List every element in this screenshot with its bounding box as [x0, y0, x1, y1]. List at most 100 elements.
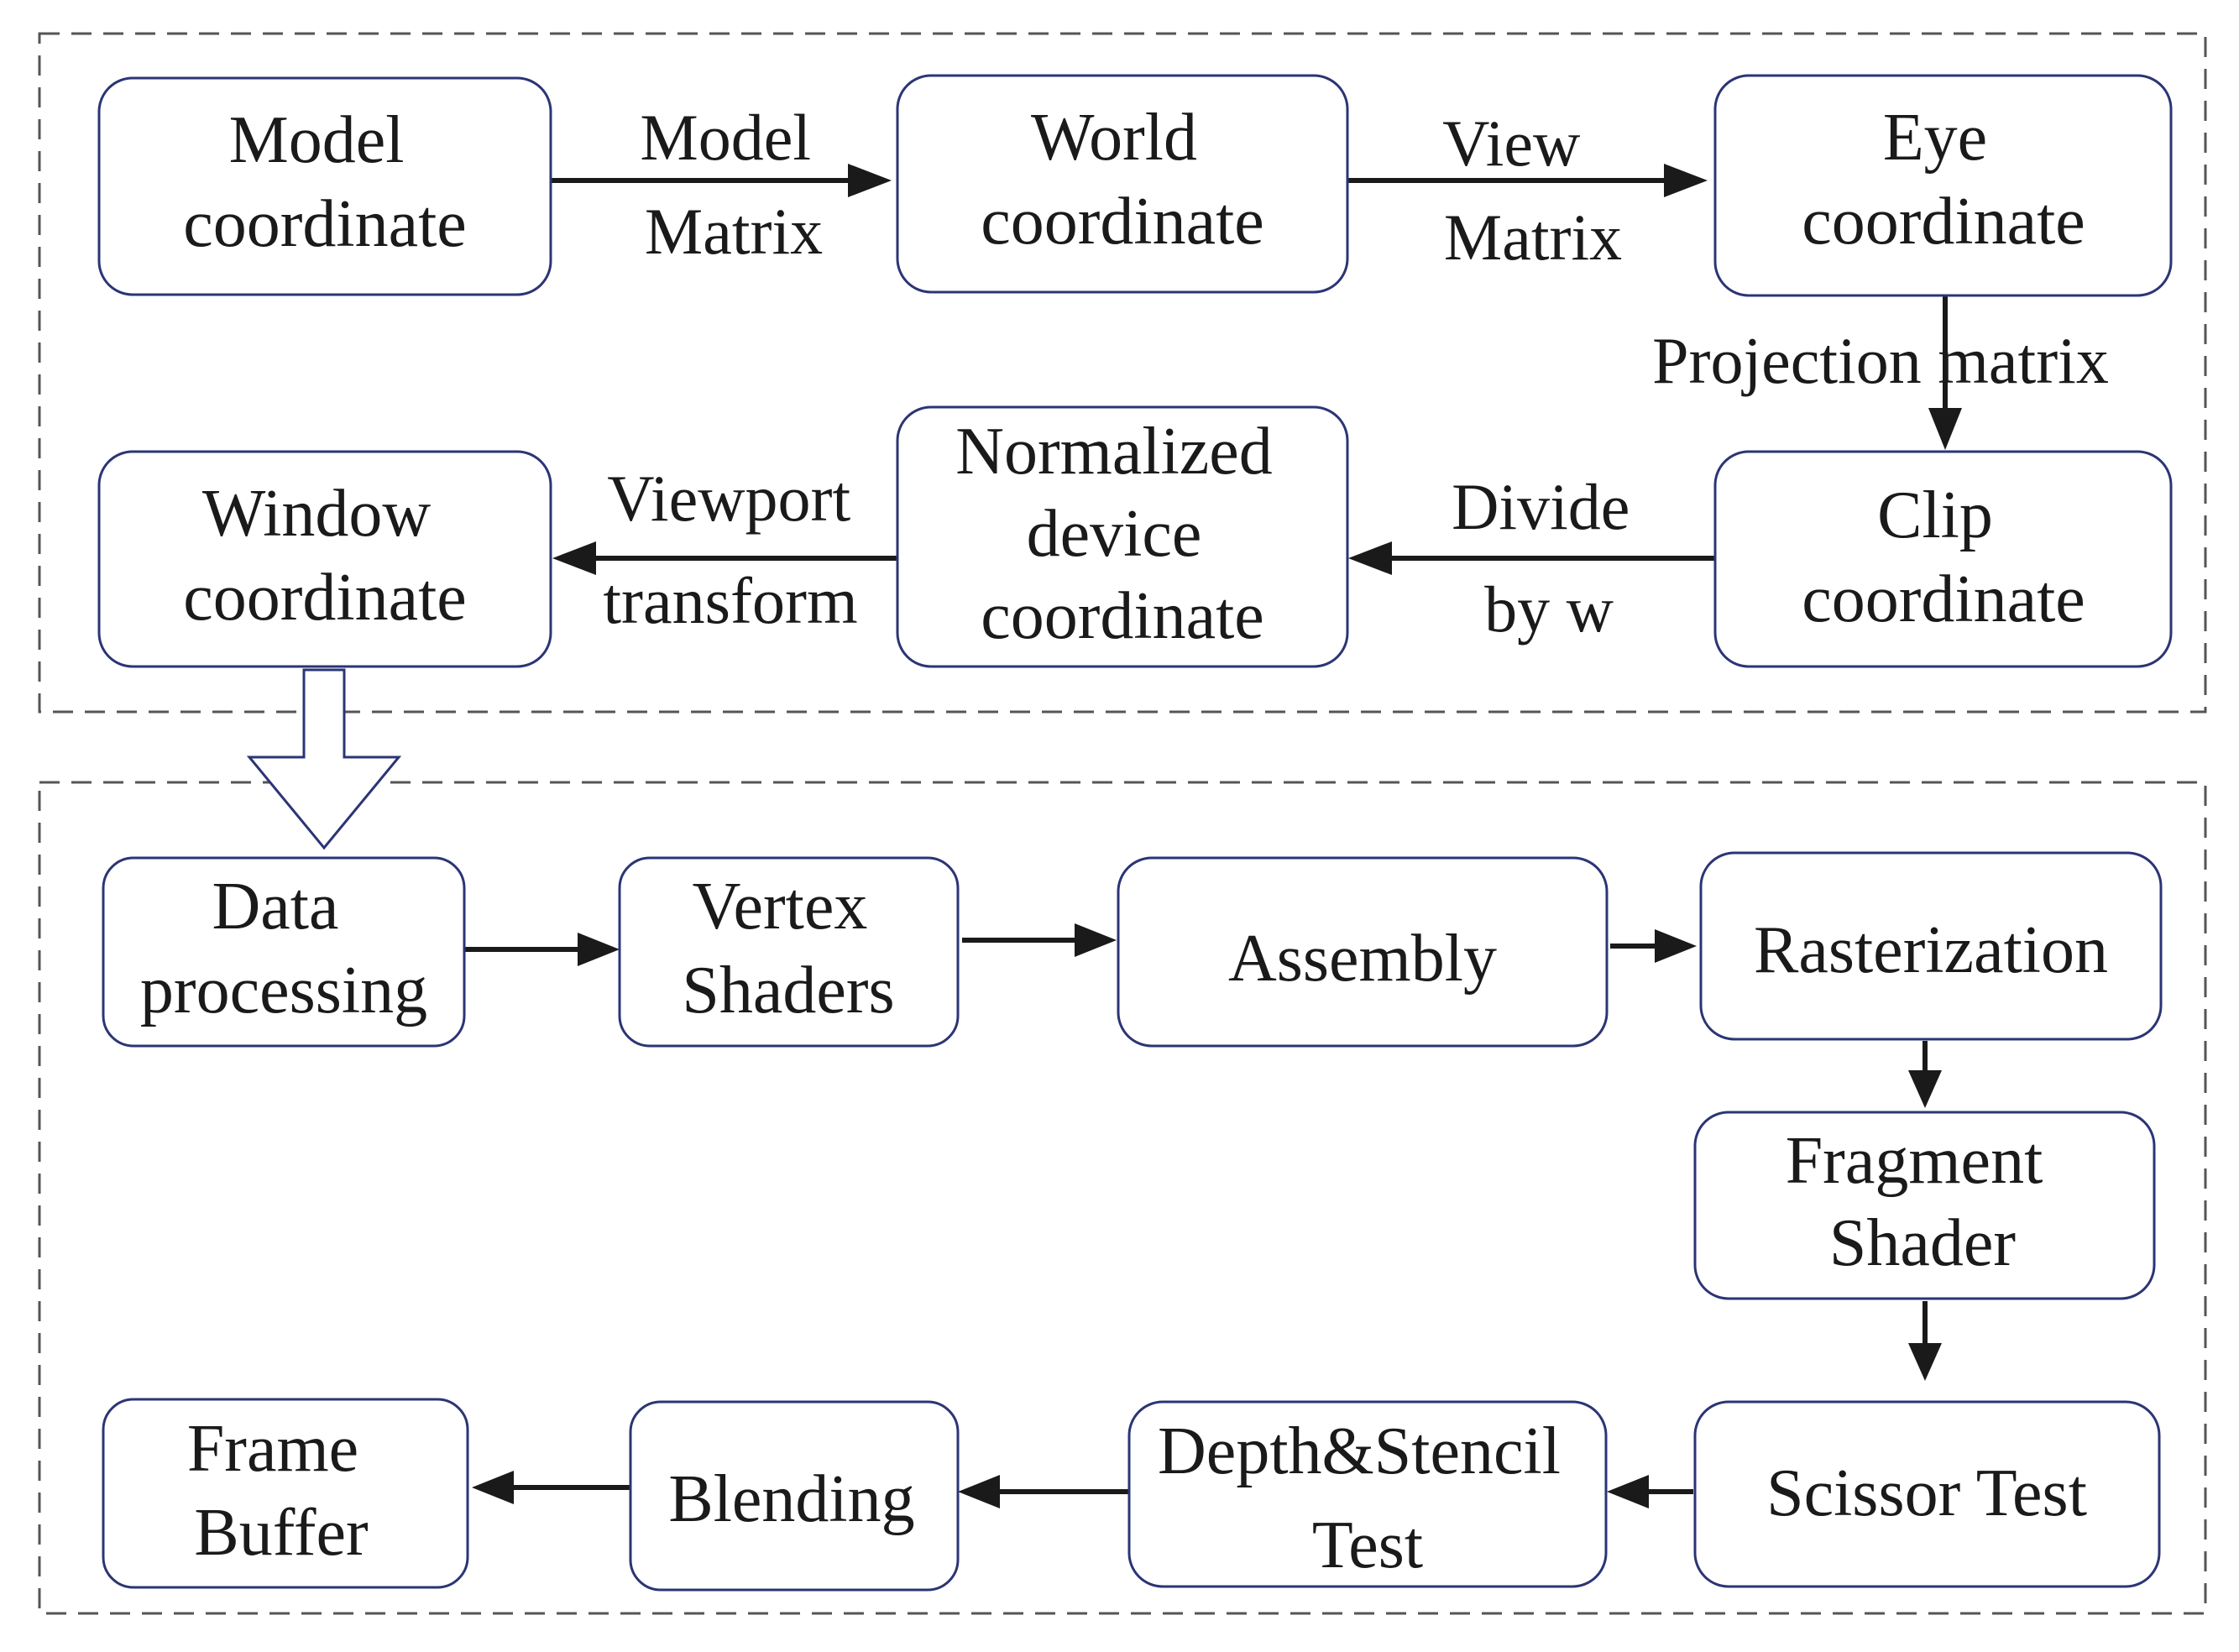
edge-label-clip-to-ndc: Divide by w: [1452, 470, 1646, 646]
node-label-line: Normalized: [955, 415, 1273, 489]
node-blending: Blending: [629, 1400, 960, 1592]
node-label-world-coordinate: World coordinate: [981, 101, 1264, 259]
node-label-line: Assembly: [1228, 922, 1497, 996]
arrowhead-depth-to-blending: [958, 1475, 1000, 1508]
node-box-normalized-device-coordinate: [896, 405, 1349, 668]
node-frame-buffer: Frame Buffer: [102, 1398, 469, 1589]
node-label-line: Depth&Stencil: [1158, 1414, 1561, 1488]
node-label-line: coordinate: [981, 579, 1264, 653]
node-label-assembly: Assembly: [1228, 922, 1497, 996]
edge-label-line: Divide: [1452, 470, 1630, 543]
edge-label-line: transform: [603, 564, 857, 637]
node-label-blending: Blending: [668, 1462, 914, 1536]
node-label-line: Fragment: [1786, 1124, 2043, 1198]
arrowhead-fragment-to-scissor: [1908, 1343, 1942, 1381]
node-box-assembly: [1117, 856, 1609, 1048]
node-normalized-device-coordinate: Normalized device coordinate: [896, 405, 1349, 668]
edge-label-line: View: [1442, 107, 1580, 180]
node-label-line: Rasterization: [1754, 913, 2108, 987]
node-box-depth-stencil-test: [1127, 1400, 1608, 1588]
edge-label-line: Model: [640, 101, 811, 174]
arrowhead-world-to-eye: [1664, 164, 1708, 197]
edge-labels-layer: Model Matrix View Matrix Projection matr…: [603, 101, 2108, 646]
node-label-line: coordinate: [1802, 562, 2085, 636]
node-label-line: Shaders: [682, 954, 894, 1027]
edge-label-line: Projection matrix: [1652, 324, 2109, 397]
node-label-line: coordinate: [981, 185, 1264, 259]
node-label-line: coordinate: [183, 561, 467, 635]
node-eye-coordinate: Eye coordinate: [1713, 74, 2173, 297]
node-box-fragment-shader: [1693, 1111, 2156, 1300]
edge-label-line: Matrix: [1444, 201, 1622, 274]
arrowhead-eye-to-clip: [1928, 408, 1962, 450]
node-rasterization: Rasterization: [1699, 851, 2163, 1041]
node-label-model-coordinate: Model coordinate: [183, 103, 467, 261]
node-depth-stencil-test: Depth&Stencil Test: [1127, 1400, 1608, 1588]
node-box-clip-coordinate: [1713, 450, 2173, 668]
node-label-fragment-shader: Fragment Shader: [1786, 1124, 2060, 1280]
node-label-line: Model: [229, 103, 405, 177]
node-box-blending: [629, 1400, 960, 1592]
edge-label-model-to-world: Model Matrix: [640, 101, 827, 268]
edge-label-world-to-eye: View Matrix: [1442, 107, 1622, 274]
arrowhead-data-to-vertex: [578, 933, 620, 966]
node-box-model-coordinate: [97, 76, 552, 296]
node-label-line: World: [1031, 101, 1197, 175]
edge-window-to-pipeline: [246, 668, 402, 850]
node-label-normalized-device-coordinate: Normalized device coordinate: [955, 415, 1290, 653]
nodes-layer: Model coordinate World coordinate Eye co…: [97, 74, 2173, 1592]
node-label-line: Test: [1312, 1508, 1423, 1582]
node-world-coordinate: World coordinate: [896, 74, 1349, 294]
node-label-scissor-test: Scissor Test: [1766, 1456, 2087, 1530]
node-label-line: Data: [212, 870, 338, 944]
edges-layer: [465, 164, 1962, 1508]
edge-label-line: Matrix: [645, 195, 823, 268]
node-box-rasterization: [1699, 851, 2163, 1041]
node-label-line: processing: [140, 954, 427, 1027]
node-label-line: coordinate: [1802, 185, 2085, 259]
edge-label-line: Viewport: [607, 462, 850, 535]
node-label-vertex-shaders: Vertex Shaders: [682, 870, 894, 1027]
node-label-line: Shader: [1829, 1206, 2016, 1280]
node-label-line: device: [1027, 497, 1202, 571]
node-label-frame-buffer: Frame Buffer: [187, 1412, 375, 1570]
arrowhead-clip-to-ndc: [1348, 541, 1392, 575]
arrowhead-model-to-world: [848, 164, 892, 197]
coordinate-transform-group-frame: [38, 32, 2207, 714]
node-box-frame-buffer: [102, 1398, 469, 1589]
edge-label-eye-to-clip: Projection matrix: [1652, 324, 2109, 397]
node-box-world-coordinate: [896, 74, 1349, 294]
node-data-processing: Data processing: [102, 856, 466, 1048]
node-scissor-test: Scissor Test: [1693, 1400, 2161, 1588]
node-box-data-processing: [102, 856, 466, 1048]
node-fragment-shader: Fragment Shader: [1693, 1111, 2156, 1300]
node-model-coordinate: Model coordinate: [97, 76, 552, 296]
node-label-line: Eye: [1883, 101, 1987, 175]
node-label-line: Frame: [187, 1412, 358, 1486]
node-label-rasterization: Rasterization: [1754, 913, 2108, 987]
arrowhead-blending-to-frame: [472, 1471, 514, 1504]
arrowhead-scissor-to-depth: [1607, 1475, 1649, 1508]
arrowhead-vertex-to-assembly: [1075, 923, 1117, 957]
node-box-scissor-test: [1693, 1400, 2161, 1588]
node-label-eye-coordinate: Eye coordinate: [1802, 101, 2085, 259]
node-label-window-coordinate: Window coordinate: [183, 477, 467, 635]
node-label-line: Clip: [1877, 478, 1993, 552]
edge-label-line: by w: [1484, 572, 1614, 646]
node-label-line: Buffer: [194, 1496, 368, 1570]
edge-label-ndc-to-window: Viewport transform: [603, 462, 866, 637]
node-label-line: Vertex: [693, 870, 868, 944]
node-label-line: Scissor Test: [1766, 1456, 2087, 1530]
node-box-window-coordinate: [97, 450, 552, 668]
arrowhead-assembly-to-raster: [1655, 929, 1697, 963]
node-label-clip-coordinate: Clip coordinate: [1802, 478, 2085, 636]
node-vertex-shaders: Vertex Shaders: [618, 856, 960, 1048]
node-window-coordinate: Window coordinate: [97, 450, 552, 668]
node-label-line: Window: [202, 477, 432, 551]
node-label-data-processing: Data processing: [140, 870, 427, 1027]
node-clip-coordinate: Clip coordinate: [1713, 450, 2173, 668]
node-label-depth-stencil-test: Depth&Stencil Test: [1158, 1414, 1577, 1582]
arrowhead-ndc-to-window: [552, 541, 596, 575]
node-box-eye-coordinate: [1713, 74, 2173, 297]
